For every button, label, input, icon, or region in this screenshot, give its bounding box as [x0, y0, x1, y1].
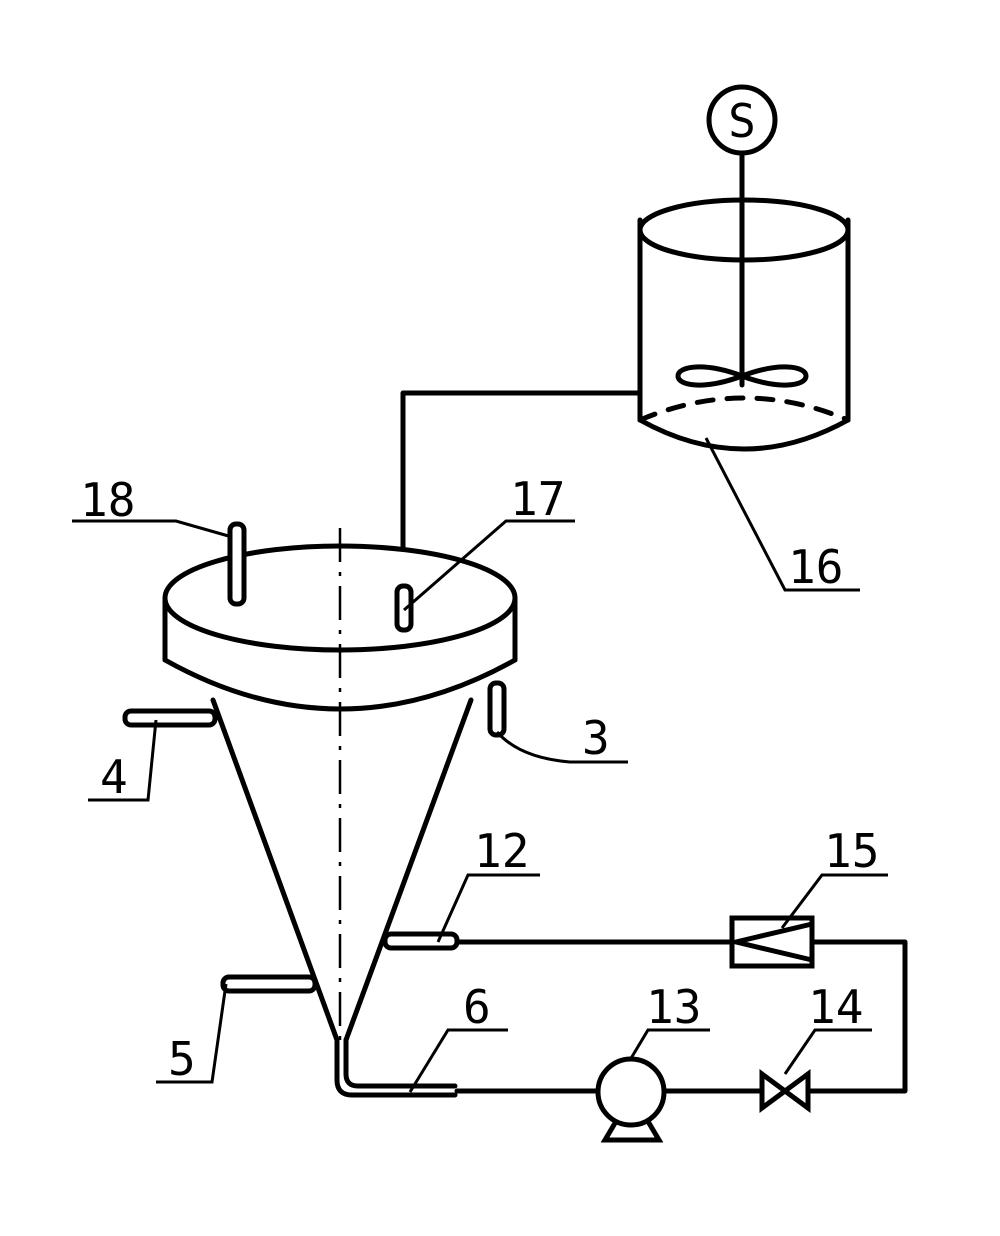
label-17: 17: [510, 472, 565, 526]
feed-line: [400, 390, 643, 591]
recycle-return-line: [805, 939, 908, 1094]
flow-meter: [729, 915, 815, 969]
label-15: 15: [824, 824, 879, 878]
feed-nozzle: [394, 583, 414, 633]
label-12: 12: [474, 824, 529, 878]
label-18: 18: [80, 473, 135, 527]
motor-symbol: S: [728, 94, 756, 148]
valve: [759, 1069, 811, 1113]
label-6: 6: [463, 980, 491, 1034]
agitator-motor: S: [706, 84, 778, 156]
label-13: 13: [646, 980, 701, 1034]
nozzle-3: [487, 680, 507, 738]
impeller: [675, 364, 809, 388]
conical-vessel: [162, 528, 518, 1098]
vent-nozzle: [227, 521, 247, 607]
nozzle-4: [122, 708, 218, 728]
leader-lines: [72, 437, 888, 1093]
stirred-tank: [637, 147, 851, 452]
label-4: 4: [100, 750, 128, 804]
label-16: 16: [788, 540, 843, 594]
label-14: 14: [808, 980, 863, 1034]
nozzle-5: [220, 974, 318, 994]
pump: [595, 1056, 667, 1143]
label-5: 5: [168, 1032, 196, 1086]
nozzle-12: [382, 931, 460, 951]
outlet-pipe: [334, 1037, 458, 1098]
label-3: 3: [582, 711, 610, 765]
